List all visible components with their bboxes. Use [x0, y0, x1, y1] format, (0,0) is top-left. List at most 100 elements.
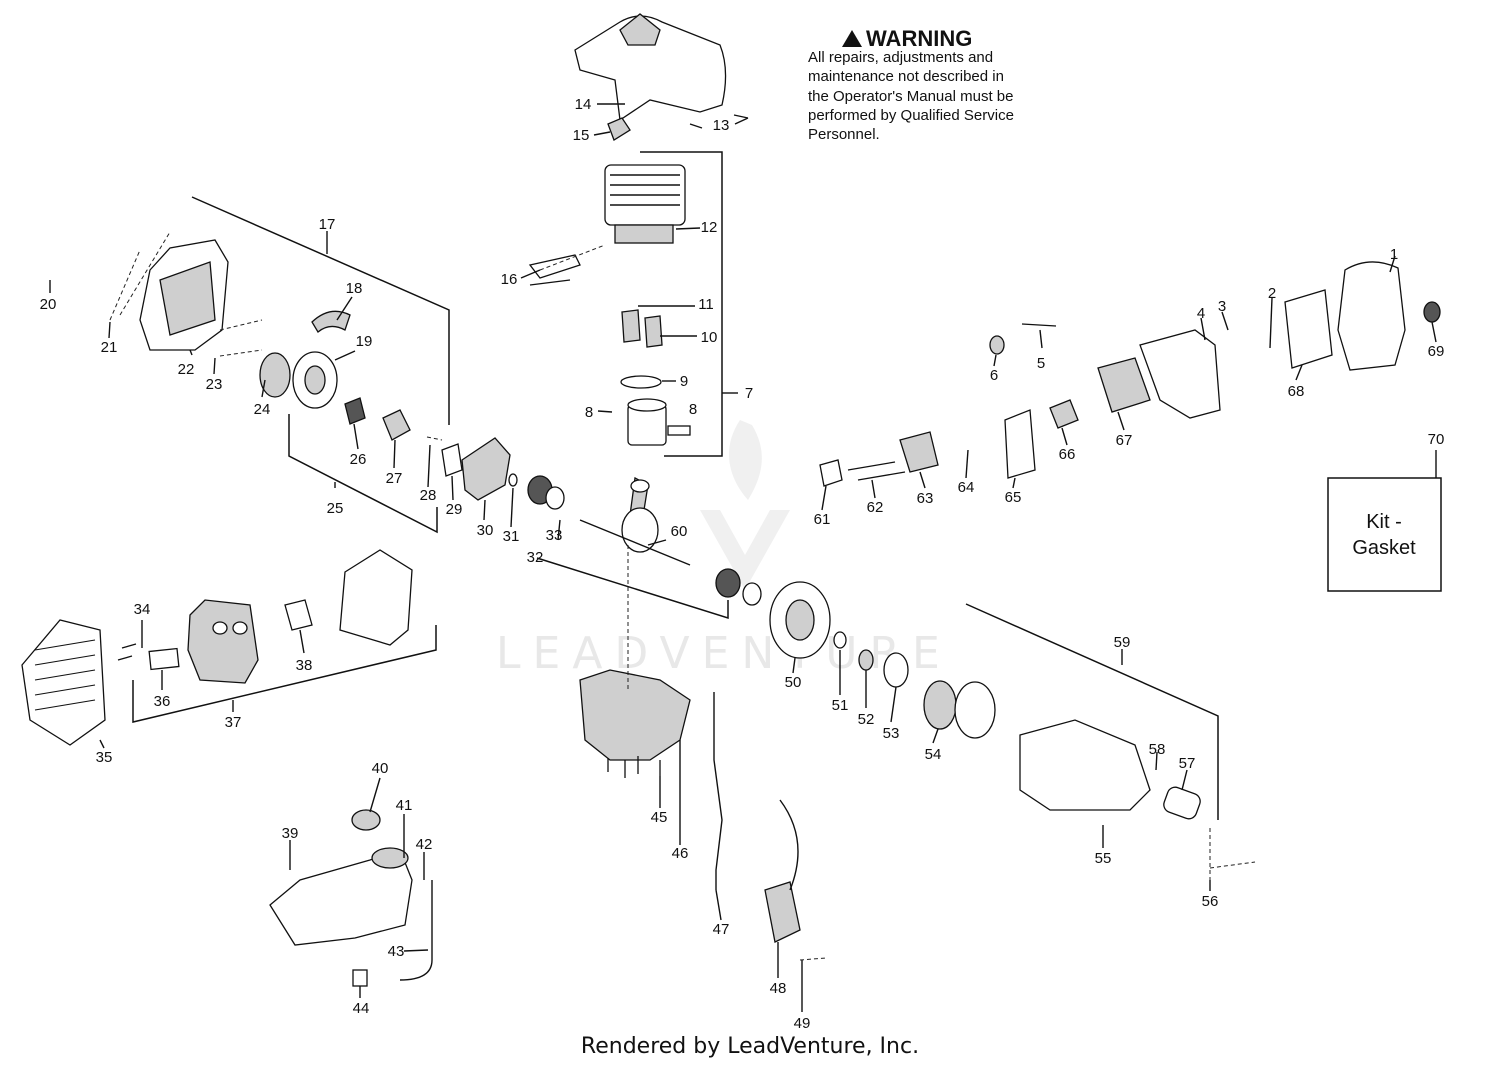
- part-label-21[interactable]: 21: [101, 339, 118, 356]
- part-piston[interactable]: [627, 398, 691, 446]
- part-label-7[interactable]: 7: [745, 385, 753, 402]
- part-54-clutch[interactable]: [923, 680, 957, 730]
- part-label-40[interactable]: 40: [372, 760, 389, 777]
- part-44-filter[interactable]: [352, 969, 368, 987]
- part-label-14[interactable]: 14: [575, 96, 592, 113]
- part-11[interactable]: [621, 309, 641, 343]
- part-label-10[interactable]: 10: [701, 329, 718, 346]
- part-35-cover[interactable]: [21, 619, 106, 746]
- part-60-crankshaft[interactable]: [579, 476, 691, 566]
- part-label-55[interactable]: 55: [1095, 850, 1112, 867]
- part-15-spark-plug[interactable]: [607, 117, 631, 141]
- part-label-52[interactable]: 52: [858, 711, 875, 728]
- part-heat-shield[interactable]: [339, 549, 413, 646]
- part-label-13[interactable]: 13: [713, 117, 730, 134]
- part-31[interactable]: [508, 473, 518, 487]
- part-label-41[interactable]: 41: [396, 797, 413, 814]
- part-label-63[interactable]: 63: [917, 490, 934, 507]
- part-51[interactable]: [833, 631, 847, 649]
- part-label-34[interactable]: 34: [134, 601, 151, 618]
- part-label-39[interactable]: 39: [282, 825, 299, 842]
- part-label-9[interactable]: 9: [680, 373, 688, 390]
- part-label-32[interactable]: 32: [527, 549, 544, 566]
- part-69-knob[interactable]: [1423, 301, 1441, 323]
- part-label-2[interactable]: 2: [1268, 285, 1276, 302]
- part-label-28[interactable]: 28: [420, 487, 437, 504]
- part-50-flywheel[interactable]: [769, 581, 831, 659]
- part-12-cylinder[interactable]: [604, 164, 686, 244]
- part-41-fuel-tank[interactable]: [269, 847, 413, 946]
- part-57[interactable]: [1162, 785, 1203, 821]
- part-label-38[interactable]: 38: [296, 657, 313, 674]
- part-4-plate[interactable]: [1139, 329, 1221, 419]
- part-label-47[interactable]: 47: [713, 921, 730, 938]
- part-label-62[interactable]: 62: [867, 499, 884, 516]
- part-label-30[interactable]: 30: [477, 522, 494, 539]
- part-bearing-right[interactable]: [715, 568, 741, 598]
- part-label-66[interactable]: 66: [1059, 446, 1076, 463]
- part-label-69[interactable]: 69: [1428, 343, 1445, 360]
- part-label-27[interactable]: 27: [386, 470, 403, 487]
- part-label-1[interactable]: 1: [1390, 246, 1398, 263]
- part-label-22[interactable]: 22: [178, 361, 195, 378]
- part-label-31[interactable]: 31: [503, 528, 520, 545]
- part-label-16[interactable]: 16: [501, 271, 518, 288]
- part-47-wire[interactable]: [713, 692, 723, 890]
- part-29[interactable]: [441, 443, 463, 477]
- part-label-18[interactable]: 18: [346, 280, 363, 297]
- part-6[interactable]: [989, 335, 1005, 355]
- part-label-8-left[interactable]: 8: [585, 404, 593, 421]
- part-label-57[interactable]: 57: [1179, 755, 1196, 772]
- part-label-45[interactable]: 45: [651, 809, 668, 826]
- part-14-shroud[interactable]: [574, 15, 727, 122]
- part-18-handle[interactable]: [311, 310, 351, 333]
- part-46-crankcase[interactable]: [579, 669, 691, 761]
- part-66[interactable]: [1049, 399, 1079, 429]
- part-label-68[interactable]: 68: [1288, 383, 1305, 400]
- part-label-8-right[interactable]: 8: [689, 401, 697, 418]
- part-label-33[interactable]: 33: [546, 527, 563, 544]
- part-label-25[interactable]: 25: [327, 500, 344, 517]
- part-16-clip[interactable]: [528, 254, 581, 286]
- part-label-65[interactable]: 65: [1005, 489, 1022, 506]
- part-33-seal[interactable]: [545, 486, 565, 510]
- part-27[interactable]: [382, 409, 411, 441]
- part-label-67[interactable]: 67: [1116, 432, 1133, 449]
- part-30[interactable]: [461, 437, 511, 501]
- part-label-26[interactable]: 26: [350, 451, 367, 468]
- part-26-spring[interactable]: [344, 397, 366, 425]
- part-label-51[interactable]: 51: [832, 697, 849, 714]
- part-38-gasket[interactable]: [284, 599, 313, 631]
- part-label-53[interactable]: 53: [883, 725, 900, 742]
- part-label-17[interactable]: 17: [319, 216, 336, 233]
- part-label-6[interactable]: 6: [990, 367, 998, 384]
- part-label-35[interactable]: 35: [96, 749, 113, 766]
- part-label-60[interactable]: 60: [671, 523, 688, 540]
- part-label-3[interactable]: 3: [1218, 298, 1226, 315]
- part-label-37[interactable]: 37: [225, 714, 242, 731]
- part-68-filter[interactable]: [1284, 289, 1333, 369]
- part-40-cap[interactable]: [351, 809, 381, 831]
- part-1-air-cover[interactable]: [1337, 261, 1406, 371]
- part-36[interactable]: [148, 647, 180, 671]
- part-65-gasket[interactable]: [1004, 409, 1036, 479]
- part-label-23[interactable]: 23: [206, 376, 223, 393]
- part-label-59[interactable]: 59: [1114, 634, 1131, 651]
- part-label-36[interactable]: 36: [154, 693, 171, 710]
- part-label-48[interactable]: 48: [770, 980, 787, 997]
- part-67-carburetor[interactable]: [1097, 357, 1151, 413]
- part-label-42[interactable]: 42: [416, 836, 433, 853]
- part-label-24[interactable]: 24: [254, 401, 271, 418]
- part-label-29[interactable]: 29: [446, 501, 463, 518]
- kit-gasket-box[interactable]: Kit - Gasket 70: [1327, 431, 1444, 592]
- part-label-46[interactable]: 46: [672, 845, 689, 862]
- part-label-11[interactable]: 11: [698, 296, 714, 313]
- part-53[interactable]: [883, 652, 909, 688]
- part-label-15[interactable]: 15: [573, 127, 590, 144]
- part-label-43[interactable]: 43: [388, 943, 405, 960]
- part-label-64[interactable]: 64: [958, 479, 975, 496]
- part-59-housing[interactable]: [1019, 719, 1151, 811]
- part-label-54[interactable]: 54: [925, 746, 942, 763]
- part-9-ring[interactable]: [620, 375, 662, 389]
- part-5-pin[interactable]: [1021, 323, 1057, 327]
